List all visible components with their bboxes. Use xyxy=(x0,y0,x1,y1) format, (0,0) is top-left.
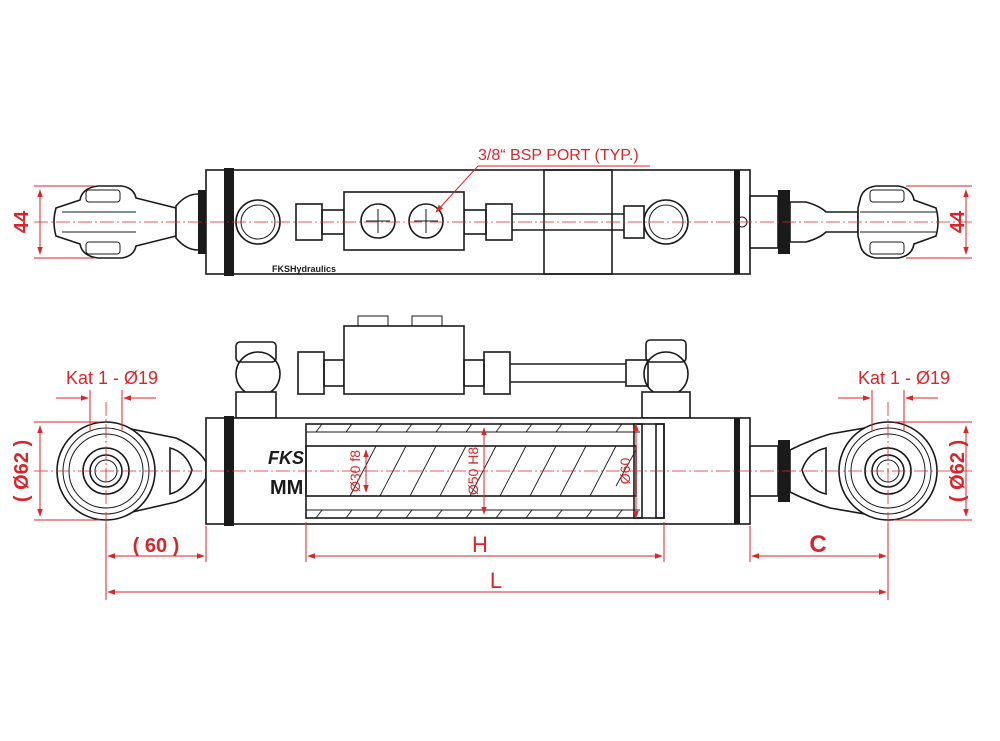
dim-60-label: ( 60 ) xyxy=(133,535,180,557)
rod-dia-label: Ø30 f8 xyxy=(347,450,363,492)
dim-l: L xyxy=(107,568,887,595)
width-left-label: 44 xyxy=(11,210,33,233)
front-view: FKS MM Kat 1 - Ø19 xyxy=(11,315,972,600)
dim-l-label: L xyxy=(490,568,502,593)
dim-outer: Ø60 xyxy=(617,423,639,519)
dim-width-left: 44 xyxy=(11,185,94,259)
port-note: 3/8“ BSP PORT (TYP.) xyxy=(435,147,650,213)
dim-eye-right: ( Ø62 ) xyxy=(894,421,972,521)
dim-width-right: 44 xyxy=(906,185,972,259)
top-view: FKSHydraulics 44 44 3/8“ BSP xyxy=(11,147,972,276)
dim-kat-right: Kat 1 - Ø19 xyxy=(838,368,950,430)
outer-dia-label: Ø60 xyxy=(617,458,633,485)
dim-kat-left: Kat 1 - Ø19 xyxy=(56,368,158,430)
front-logo-2: MM xyxy=(270,477,303,499)
bore-dia-label: Ø50 H8 xyxy=(465,447,481,495)
dim-eye-left: ( Ø62 ) xyxy=(11,421,100,521)
dim-rod: Ø30 f8 xyxy=(347,449,369,493)
eye-dia-right-label: ( Ø62 ) xyxy=(947,440,969,502)
eye-dia-left-label: ( Ø62 ) xyxy=(11,440,33,502)
top-logo: FKSHydraulics xyxy=(272,264,336,274)
dim-bore: Ø50 H8 xyxy=(465,427,487,515)
dim-c: C xyxy=(751,531,887,559)
front-top-fittings xyxy=(235,315,691,419)
port-note-label: 3/8“ BSP PORT (TYP.) xyxy=(478,147,639,164)
dim-h-label: H xyxy=(472,532,488,557)
kat-left-label: Kat 1 - Ø19 xyxy=(66,368,158,388)
dim-h: H xyxy=(307,532,663,559)
dim-60: ( 60 ) xyxy=(107,535,205,559)
dim-c-label: C xyxy=(809,531,826,558)
width-right-label: 44 xyxy=(947,210,969,233)
kat-right-label: Kat 1 - Ø19 xyxy=(858,368,950,388)
front-logo-1: FKS xyxy=(268,448,304,468)
